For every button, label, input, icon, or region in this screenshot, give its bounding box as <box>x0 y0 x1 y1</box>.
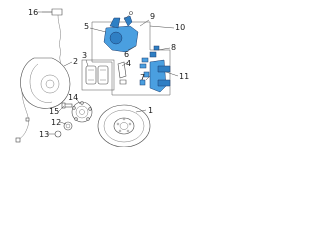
leader-lines <box>38 11 179 135</box>
guide-pins <box>139 45 160 86</box>
callout-labels: 16 2 5 9 10 3 6 8 4 11 7 14 15 12 13 1 <box>28 8 189 139</box>
callout-3: 3 <box>82 51 87 60</box>
callout-5: 5 <box>84 22 89 31</box>
brake-disc <box>97 104 151 147</box>
callout-16: 16 <box>28 8 38 17</box>
callout-7: 7 <box>140 73 145 82</box>
callout-13: 13 <box>39 130 49 139</box>
caliper-carrier <box>149 59 171 93</box>
callout-14: 14 <box>68 93 78 102</box>
callout-6: 6 <box>124 50 129 59</box>
callout-8: 8 <box>171 43 176 52</box>
callout-15: 15 <box>49 107 59 116</box>
callout-1: 1 <box>148 106 153 115</box>
callout-10: 10 <box>175 23 185 32</box>
brake-assembly-diagram: 16 2 5 9 10 3 6 8 4 11 7 14 15 12 13 1 <box>15 8 189 147</box>
hub-bolt <box>61 102 73 109</box>
wheel-hub <box>71 101 93 123</box>
brake-pad-box <box>81 59 115 91</box>
hub-cap <box>54 130 62 138</box>
bleeder-screw <box>123 11 133 21</box>
callout-9: 9 <box>150 12 155 21</box>
anti-rattle-clip <box>117 61 127 85</box>
caliper-detail-box <box>91 21 171 96</box>
dust-shield <box>20 57 71 109</box>
callout-11: 11 <box>179 72 189 81</box>
callout-2: 2 <box>73 57 78 66</box>
callout-4: 4 <box>126 59 131 68</box>
caliper-housing <box>103 15 139 53</box>
callout-12: 12 <box>51 118 61 127</box>
hub-nut <box>63 121 73 131</box>
